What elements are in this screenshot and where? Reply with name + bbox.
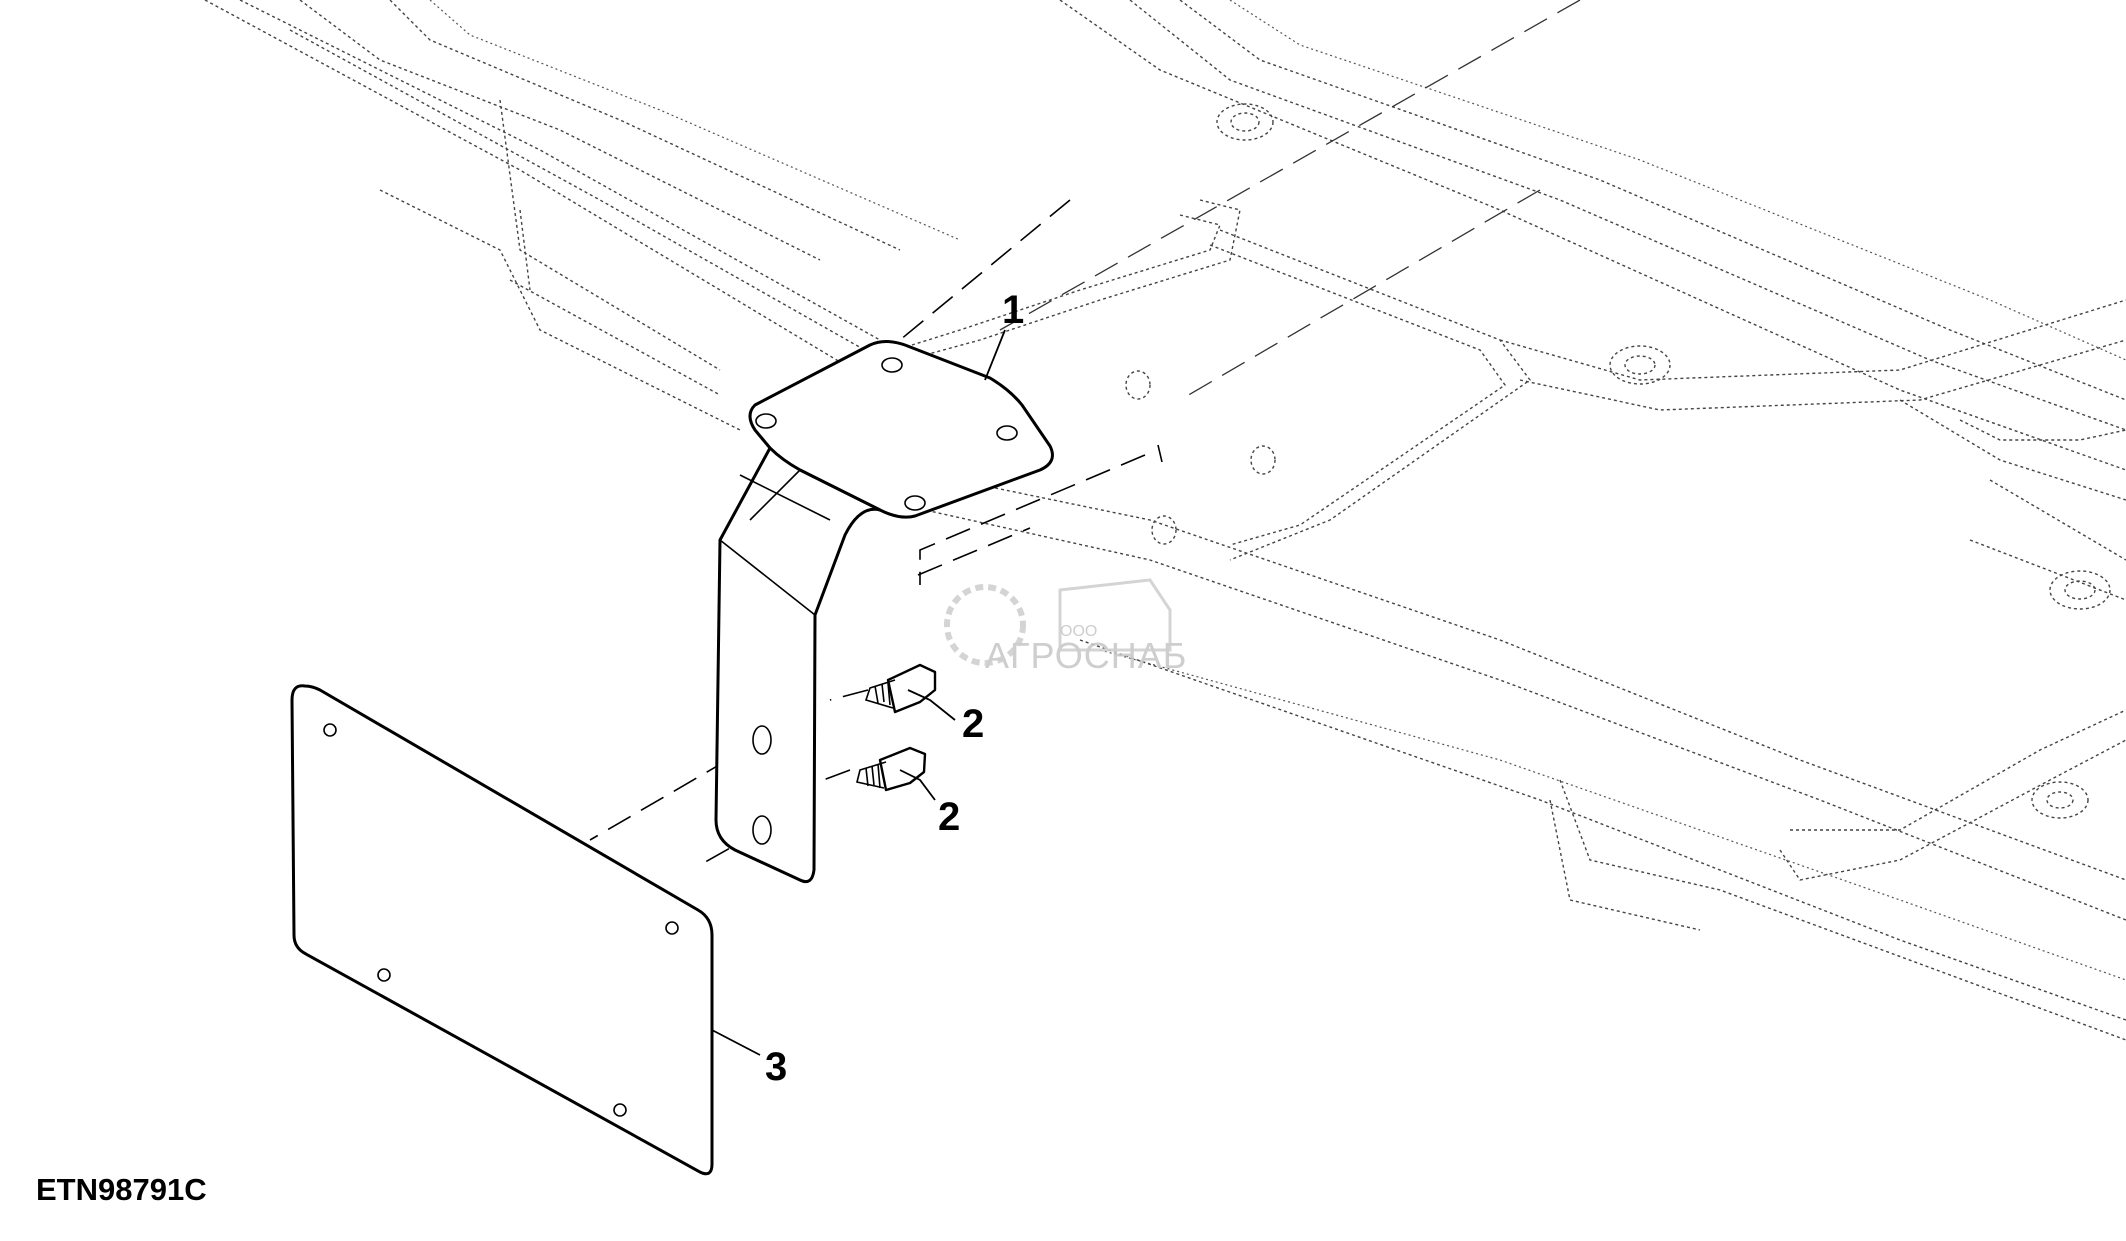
watermark-brand: АГРОСНАБ [985,635,1187,676]
license-plate [290,684,714,1176]
mounting-bracket [714,340,1054,884]
screw-lower [856,746,927,792]
callout-1: 1 [1002,288,1024,332]
watermark: ООО АГРОСНАБ [944,578,1187,676]
tractor-icon [1058,578,1172,652]
callout-leaders [711,329,1006,1056]
gear-icon [944,584,1026,666]
phantom-vehicle-frame [204,0,2126,1041]
callout-2-lower: 2 [938,795,960,839]
figure-id: ETN98791C [36,1172,207,1207]
callout-3: 3 [765,1045,787,1089]
watermark-prefix: ООО [1060,623,1097,640]
screw-upper [864,663,937,714]
callout-2-upper: 2 [962,702,984,746]
